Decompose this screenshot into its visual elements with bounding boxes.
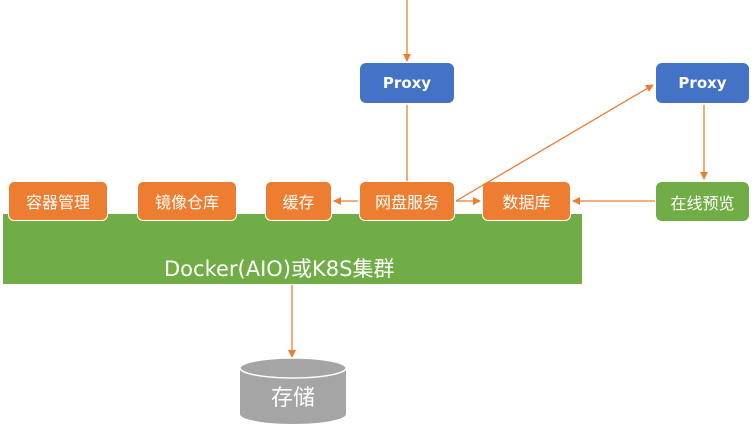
cluster-label: Docker(AIO)或K8S集群	[164, 257, 395, 281]
cache-node[interactable]: 缓存	[265, 181, 332, 221]
cluster-band	[3, 214, 582, 284]
preview-node[interactable]: 在线预览	[656, 182, 749, 221]
database-label: 数据库	[502, 193, 551, 212]
image-registry-node[interactable]: 镜像仓库	[137, 181, 237, 221]
proxy-left-label: Proxy	[382, 74, 432, 92]
preview-label: 在线预览	[670, 193, 735, 213]
proxy-right-node[interactable]: Proxy	[656, 63, 749, 103]
netdisk-label: 网盘服务	[374, 193, 439, 212]
proxy-left-node[interactable]: Proxy	[360, 63, 454, 103]
database-node[interactable]: 数据库	[482, 181, 571, 221]
netdisk-node[interactable]: 网盘服务	[359, 181, 455, 221]
proxy-right-label: Proxy	[678, 74, 727, 92]
container-mgmt-label: 容器管理	[25, 193, 90, 212]
container-mgmt-node[interactable]: 容器管理	[8, 181, 108, 221]
cache-label: 缓存	[282, 193, 315, 212]
storage-label: 存储	[270, 386, 315, 411]
image-registry-label: 镜像仓库	[154, 193, 219, 212]
